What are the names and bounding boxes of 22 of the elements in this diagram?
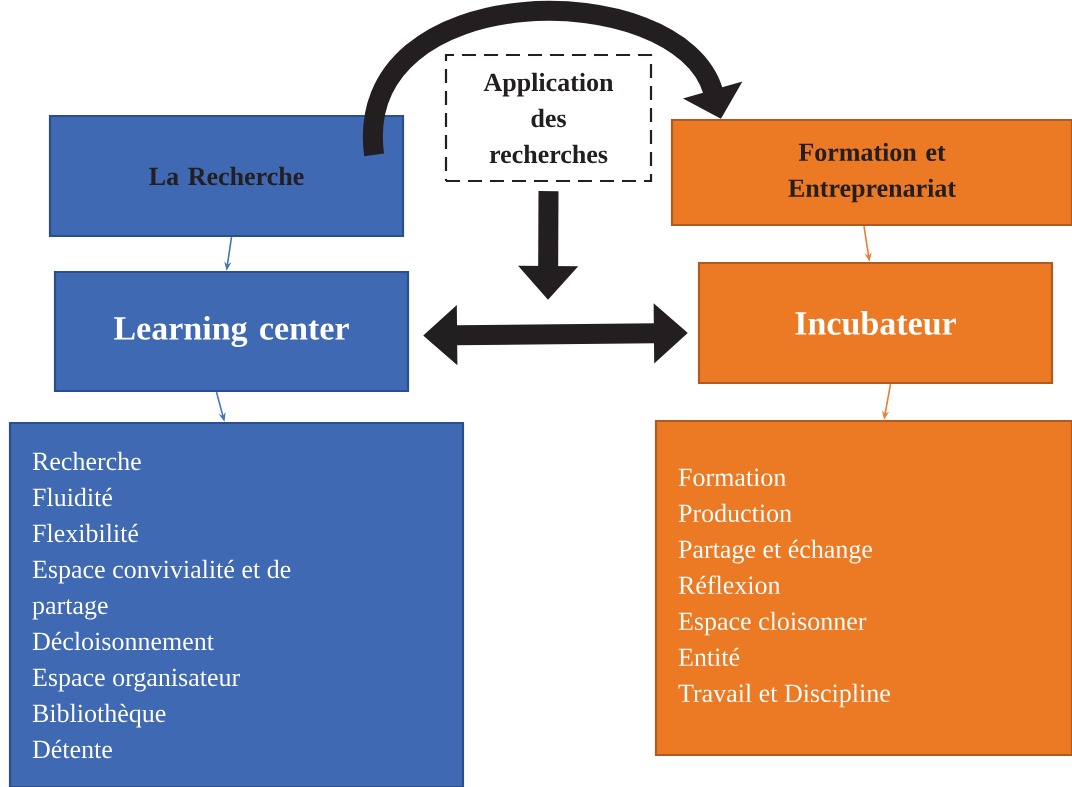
list-item: Bibliothèque — [32, 703, 166, 728]
process-box: La Recherche — [48, 114, 405, 238]
list-item: Flexibilité — [32, 523, 138, 543]
list-item: Entité — [678, 647, 740, 667]
list-item: Formation — [678, 468, 786, 487]
list-item: Détente — [32, 739, 112, 759]
list-box — [654, 419, 1072, 757]
list-item: Production — [678, 503, 792, 523]
list-box — [8, 421, 465, 787]
process-box: Incubateur — [697, 261, 1054, 385]
list-item: Réflexion — [678, 575, 781, 595]
process-box: Learning center — [53, 270, 410, 393]
list-item: Recherche — [32, 451, 141, 471]
process-box: Formation et Entreprenariat — [670, 118, 1072, 227]
list-item: Décloisonnement — [32, 631, 214, 651]
list-item: Travail et Discipline — [678, 683, 890, 708]
list-item: Partage et échange — [678, 539, 872, 564]
dashed-box: Application des recherches — [444, 53, 653, 183]
list-item: Espace convivialité et de partage — [32, 559, 291, 620]
list-item: Espace organisateur — [32, 668, 240, 692]
list-item: Fluidité — [32, 487, 112, 507]
list-item: Espace cloisonner — [678, 611, 867, 636]
